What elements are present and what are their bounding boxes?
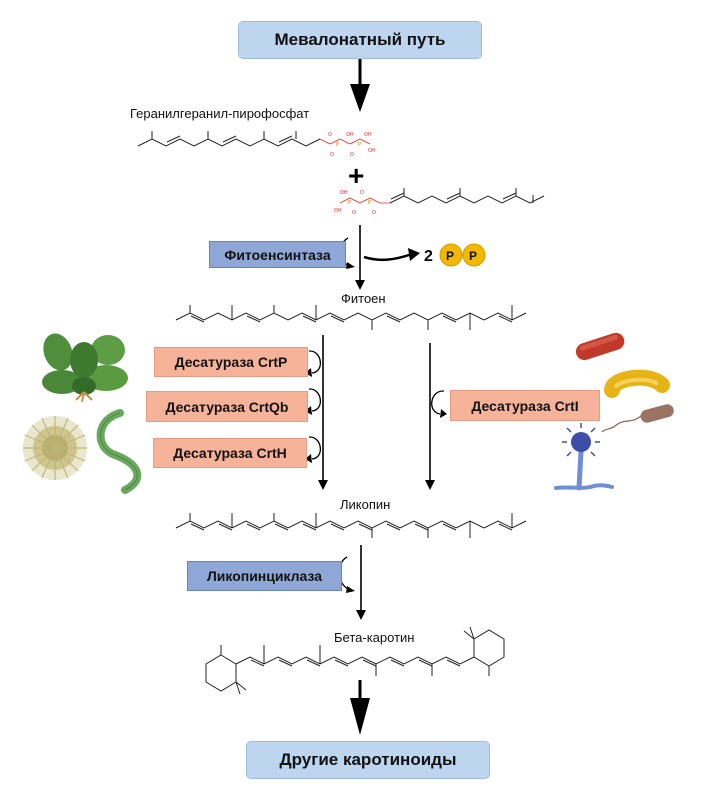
red-bacterium-illustration bbox=[575, 332, 625, 361]
svg-text:P: P bbox=[469, 249, 477, 263]
svg-text:P: P bbox=[348, 200, 351, 206]
svg-text:O: O bbox=[330, 152, 334, 158]
arrow-lycopene-to-betacarotene bbox=[338, 545, 366, 620]
beta-carotene-label: Бета-каротин bbox=[334, 630, 415, 645]
desaturase-crti-label: Десатураза CrtI bbox=[471, 397, 579, 414]
ggpp-phosphate-group: P P O OH OH O O OH bbox=[319, 132, 376, 158]
yellow-bacterium-illustration bbox=[604, 369, 670, 398]
arrow-phytoene-to-lycopene-right bbox=[425, 343, 447, 490]
phosphate-coin-1: P bbox=[439, 243, 463, 267]
phytoene-label: Фитоен bbox=[341, 291, 386, 306]
svg-text:O: O bbox=[328, 132, 332, 138]
fungus-illustration bbox=[554, 423, 614, 491]
plant-illustration bbox=[42, 333, 128, 403]
arrow-mevalonate-to-ggpp bbox=[350, 57, 370, 112]
svg-text:O: O bbox=[352, 210, 356, 216]
svg-text:O: O bbox=[372, 210, 376, 216]
svg-text:O: O bbox=[350, 152, 354, 158]
svg-text:P: P bbox=[358, 142, 361, 148]
ggpp-second-phosphate: P P OH O OH O O bbox=[334, 190, 390, 216]
lycopene-label: Ликопин bbox=[340, 497, 391, 512]
phytoene-structure bbox=[175, 305, 527, 330]
desaturase-crtp-box: Десатураза CrtP bbox=[154, 347, 308, 377]
svg-text:OH: OH bbox=[340, 190, 348, 196]
phytoene-synthase-label: Фитоенсинтаза bbox=[224, 246, 331, 263]
arrow-phytoene-to-lycopene-left bbox=[305, 335, 328, 490]
plus-sign: + bbox=[348, 160, 364, 191]
ggpp-label: Геранилгеранил-пирофосфат bbox=[130, 106, 310, 121]
betacarotene-structure bbox=[205, 626, 505, 695]
colonial-algae-illustration bbox=[23, 416, 87, 480]
svg-text:O: O bbox=[360, 190, 364, 196]
desaturase-crtp-label: Десатураза CrtP bbox=[174, 354, 288, 370]
svg-text:P: P bbox=[368, 200, 371, 206]
arrow-to-pyrophosphate bbox=[363, 248, 420, 262]
svg-text:OH: OH bbox=[368, 148, 376, 154]
svg-text:OH: OH bbox=[346, 132, 354, 138]
mevalonate-pathway-box: Мевалонатный путь bbox=[238, 21, 482, 59]
other-carotenoids-box: Другие каротиноиды bbox=[246, 741, 490, 779]
arrow-betacarotene-to-others bbox=[350, 680, 370, 735]
ggpp-second-structure bbox=[389, 188, 545, 204]
desaturase-crtqb-label: Десатураза CrtQb bbox=[165, 398, 289, 415]
phytoene-synthase-box: Фитоенсинтаза bbox=[209, 241, 346, 268]
desaturase-crth-label: Десатураза CrtH bbox=[173, 445, 287, 461]
cyanobacteria-filament-illustration bbox=[96, 409, 142, 494]
other-carotenoids-label: Другие каротиноиды bbox=[279, 750, 457, 769]
phosphate-coin-2: P bbox=[462, 243, 486, 267]
svg-text:P: P bbox=[336, 142, 339, 148]
ggpp-structure bbox=[137, 131, 321, 147]
brown-bacterium-illustration bbox=[601, 404, 674, 433]
lycopene-cyclase-label: Ликопинциклаза bbox=[206, 568, 323, 584]
lycopene-cyclase-box: Ликопинциклаза bbox=[187, 561, 342, 591]
svg-text:P: P bbox=[446, 249, 454, 263]
lycopene-structure bbox=[175, 513, 527, 538]
desaturase-crtqb-box: Десатураза CrtQb bbox=[146, 391, 308, 422]
mevalonate-pathway-label: Мевалонатный путь bbox=[274, 30, 446, 49]
svg-text:OH: OH bbox=[334, 208, 342, 214]
byproduct-count: 2 bbox=[424, 248, 433, 265]
desaturase-crti-box: Десатураза CrtI bbox=[450, 390, 600, 421]
svg-text:OH: OH bbox=[364, 132, 372, 138]
desaturase-crth-box: Десатураза CrtH bbox=[153, 438, 307, 468]
